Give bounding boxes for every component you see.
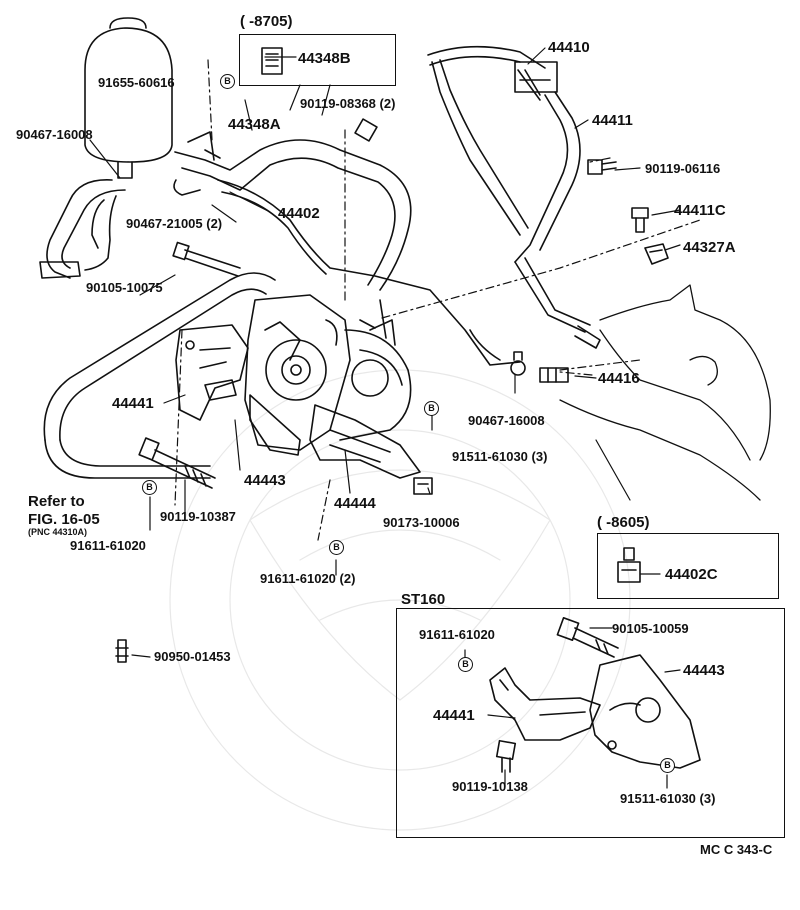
union-44416 — [539, 367, 569, 383]
label-90173-10006: 90173-10006 — [383, 515, 460, 530]
label-90119-06116: 90119-06116 — [645, 161, 721, 176]
fitting-upper-right — [514, 61, 558, 96]
box-st160 — [396, 608, 785, 838]
label-44348B: 44348B — [298, 50, 351, 67]
label-90119-10387: 90119-10387 — [160, 509, 236, 524]
label-44411: 44411 — [592, 112, 633, 129]
hose-44411 — [514, 91, 601, 349]
clamp-44348B — [261, 47, 283, 75]
bracket-44444 — [309, 404, 421, 479]
label-44411C: 44411C — [674, 202, 726, 219]
reservoir-tank — [84, 17, 173, 179]
clip-44327A — [644, 243, 669, 265]
label-90119-08368: 90119-08368 (2) — [300, 96, 396, 111]
label-refer-pnc: (PNC 44310A) — [28, 527, 88, 537]
label-44416: 44416 — [598, 370, 640, 387]
reference-lines — [174, 59, 701, 541]
leader-lines — [89, 47, 681, 789]
return-hose-left — [39, 179, 126, 279]
hose-44410 — [427, 45, 546, 236]
st160-bolt-90119-10138 — [495, 739, 517, 773]
bracket-44441 — [175, 324, 249, 421]
label-91611-61020-a: 91611-61020 — [70, 538, 146, 553]
label-44443-st160: 44443 — [683, 662, 725, 679]
clamp-90467-16008-b — [510, 351, 526, 376]
clip-90173-10006 — [413, 477, 433, 495]
label-90105-10075: 90105-10075 — [86, 280, 163, 295]
bolt-44411C — [631, 207, 649, 233]
st160-bracket-44443 — [589, 654, 701, 769]
label-44327A: 44327A — [683, 239, 736, 256]
label-91655-60616: 91655-60616 — [98, 75, 175, 90]
badge-b-2: B — [424, 401, 439, 416]
badge-b-1: B — [220, 74, 235, 89]
label-91511-61030: 91511-61030 (3) — [452, 449, 548, 464]
badge-b-5: B — [458, 657, 473, 672]
bolt-90119-08368 — [354, 118, 378, 142]
label-44443: 44443 — [244, 472, 286, 489]
label-range-8605: ( -8605) — [597, 514, 650, 531]
label-44441: 44441 — [112, 395, 154, 412]
label-90467-21005: 90467-21005 (2) — [126, 216, 223, 231]
label-90950-01453: 90950-01453 — [154, 649, 231, 664]
bracket-44443 — [249, 321, 301, 456]
label-91611-61020-c: 91611-61020 — [419, 627, 495, 642]
pressure-line — [173, 131, 412, 291]
label-90119-10138: 90119-10138 — [452, 779, 528, 794]
badge-b-6: B — [660, 758, 675, 773]
nipple-90950-01453 — [115, 639, 129, 663]
badge-b-3: B — [142, 480, 157, 495]
drive-belt — [43, 272, 276, 479]
label-mcc-code: MC C 343-C — [700, 842, 773, 857]
steering-gear — [559, 284, 771, 501]
label-44402: 44402 — [278, 205, 320, 222]
tube-44402 — [217, 179, 521, 366]
label-44441-st160: 44441 — [433, 707, 475, 724]
label-90467-16008-b: 90467-16008 — [468, 413, 545, 428]
label-90105-10059: 90105-10059 — [612, 621, 689, 636]
label-44444: 44444 — [334, 495, 376, 512]
bolt-90119-10387 — [138, 437, 216, 489]
label-44402C: 44402C — [665, 566, 718, 583]
st160-bracket-44441 — [489, 667, 601, 741]
bolt-90119-06116 — [587, 159, 617, 175]
label-44348A: 44348A — [228, 116, 281, 133]
pump-body — [244, 294, 412, 451]
clip-44402C — [617, 547, 641, 583]
st160-bolt-90105-10059 — [556, 617, 619, 658]
label-44410: 44410 — [548, 39, 590, 56]
label-range-8705: ( -8705) — [240, 13, 293, 30]
label-91611-61020-b: 91611-61020 (2) — [260, 571, 356, 586]
label-90467-16008-a: 90467-16008 — [16, 127, 93, 142]
label-refer-to: Refer to — [28, 493, 85, 510]
badge-b-4: B — [329, 540, 344, 555]
box-8705 — [239, 34, 396, 86]
watermark — [169, 369, 631, 831]
bolt-90105-10075 — [172, 241, 241, 277]
label-91511-61030-st160: 91511-61030 (3) — [620, 791, 716, 806]
box-8605 — [597, 533, 779, 599]
label-st160: ST160 — [401, 591, 446, 608]
label-refer-fig: FIG. 16-05 — [28, 511, 100, 528]
